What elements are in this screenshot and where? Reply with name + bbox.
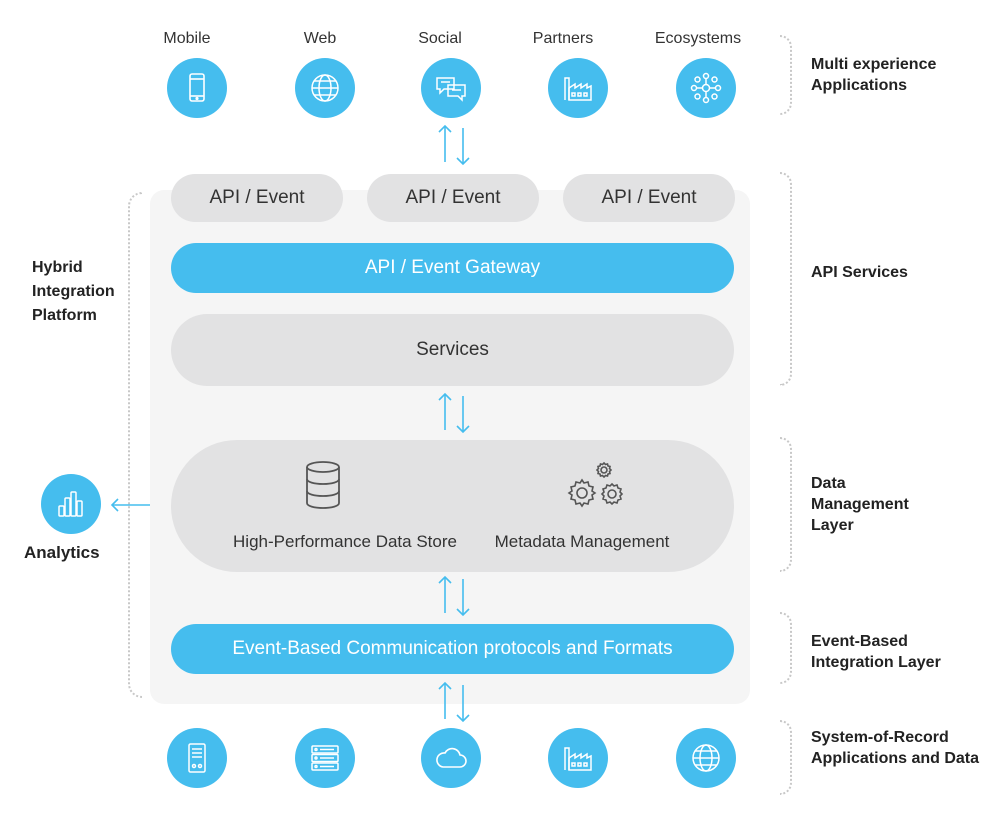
cloud-icon [421,728,481,788]
channel-label-ecosystems: Ecosystems [654,30,742,47]
server-tower-icon [167,728,227,788]
label-multi-experience: Multi experience Applications [811,56,937,94]
services-block: Services [171,314,734,386]
server-rack-icon [295,728,355,788]
channel-label-web: Web [303,30,337,47]
label-hybrid-platform: Hybrid Integration Platform [32,259,115,324]
vertical-arrow-data [436,575,472,617]
data-store-label: High-Performance Data Store [233,532,457,551]
channel-label-social: Social [418,30,462,47]
bracket-multi-experience [780,35,792,115]
mobile-icon [167,58,227,118]
network-icon [676,58,736,118]
bracket-event-based [780,612,792,684]
label-analytics: Analytics [24,543,100,562]
chat-icon [421,58,481,118]
factory-icon [548,58,608,118]
vertical-arrow-top [436,124,472,166]
label-system-of-record: System-of-Record Applications and Data [811,729,980,767]
metadata-label: Metadata Management [494,532,670,551]
label-api-services: API Services [811,264,908,281]
vertical-arrow-services [436,392,472,434]
bracket-hybrid-platform [128,192,142,698]
api-event-gateway: API / Event Gateway [171,243,734,293]
api-event-pill-2: API / Event [367,174,539,222]
api-event-pill-3: API / Event [563,174,735,222]
factory-icon [548,728,608,788]
event-protocols-bar: Event-Based Communication protocols and … [171,624,734,674]
database-icon [303,459,343,516]
gears-icon [562,460,632,515]
api-event-pill-1: API / Event [171,174,343,222]
bracket-data-management [780,437,792,572]
analytics-icon [41,474,101,534]
data-management-block [171,440,734,572]
globe-icon [676,728,736,788]
bracket-api-services [780,172,792,386]
label-event-based: Event-Based Integration Layer [811,633,941,671]
globe-icon [295,58,355,118]
vertical-arrow-bottom [436,681,472,723]
channel-label-mobile: Mobile [163,30,211,47]
label-data-management: Data Management Layer [811,475,909,534]
channel-label-partners: Partners [532,30,594,47]
bracket-system-of-record [780,720,792,795]
